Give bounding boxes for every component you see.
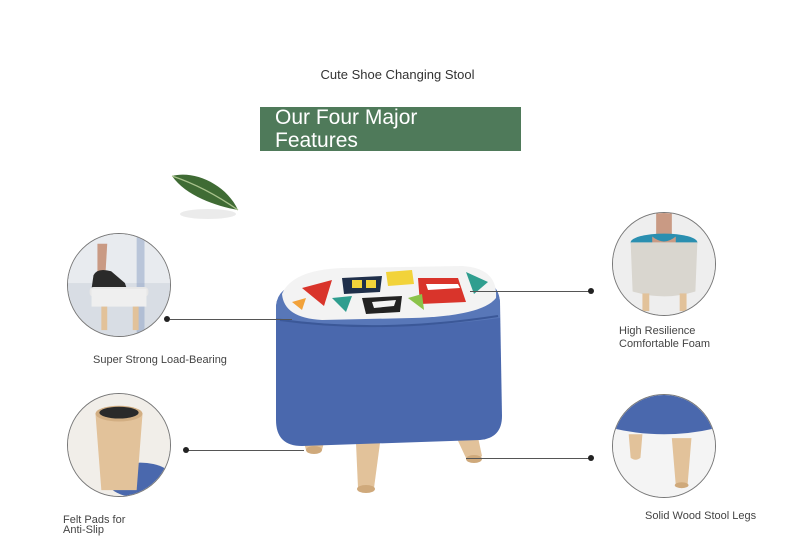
feature-label-line: High Resilience bbox=[619, 325, 696, 337]
load-bearing-marker bbox=[164, 316, 170, 322]
comfortable-foam-marker bbox=[588, 288, 594, 294]
feature-label-line: Anti-Slip bbox=[63, 524, 104, 536]
felt-pads-label: Felt Pads for Anti-Slip bbox=[63, 514, 125, 537]
feature-label-line: Super Strong Load-Bearing bbox=[93, 354, 227, 366]
load-bearing-label: Super Strong Load-Bearing bbox=[93, 354, 227, 367]
stool-product-image bbox=[276, 266, 502, 493]
features-banner-title: Our Four Major Features bbox=[275, 106, 515, 152]
comfortable-foam-photo bbox=[612, 212, 716, 316]
wood-legs-connector bbox=[466, 458, 592, 459]
comfortable-foam-connector bbox=[470, 291, 592, 292]
feature-label-line: Felt Pads for bbox=[63, 514, 126, 526]
wood-legs-marker bbox=[588, 455, 594, 461]
banner-line-2: Features bbox=[275, 129, 358, 152]
felt-pads-connector bbox=[186, 450, 304, 451]
felt-pads-marker bbox=[183, 447, 189, 453]
load-bearing-connector bbox=[170, 319, 292, 320]
wood-legs-label: Solid Wood Stool Legs bbox=[645, 510, 756, 523]
features-banner bbox=[260, 107, 521, 151]
comfortable-foam-label: High Resilience Comfortable Foam bbox=[619, 325, 710, 351]
wood-legs-photo bbox=[612, 394, 716, 498]
feature-label-line: Solid Wood Stool Legs bbox=[645, 510, 757, 522]
felt-pads-photo bbox=[67, 393, 171, 497]
page-title: Cute Shoe Changing Stool bbox=[320, 67, 475, 82]
load-bearing-photo bbox=[67, 233, 171, 337]
leaf-icon bbox=[171, 174, 239, 219]
feature-label-line: Comfortable Foam bbox=[619, 338, 711, 350]
banner-line-1: Our Four Major bbox=[275, 106, 418, 129]
